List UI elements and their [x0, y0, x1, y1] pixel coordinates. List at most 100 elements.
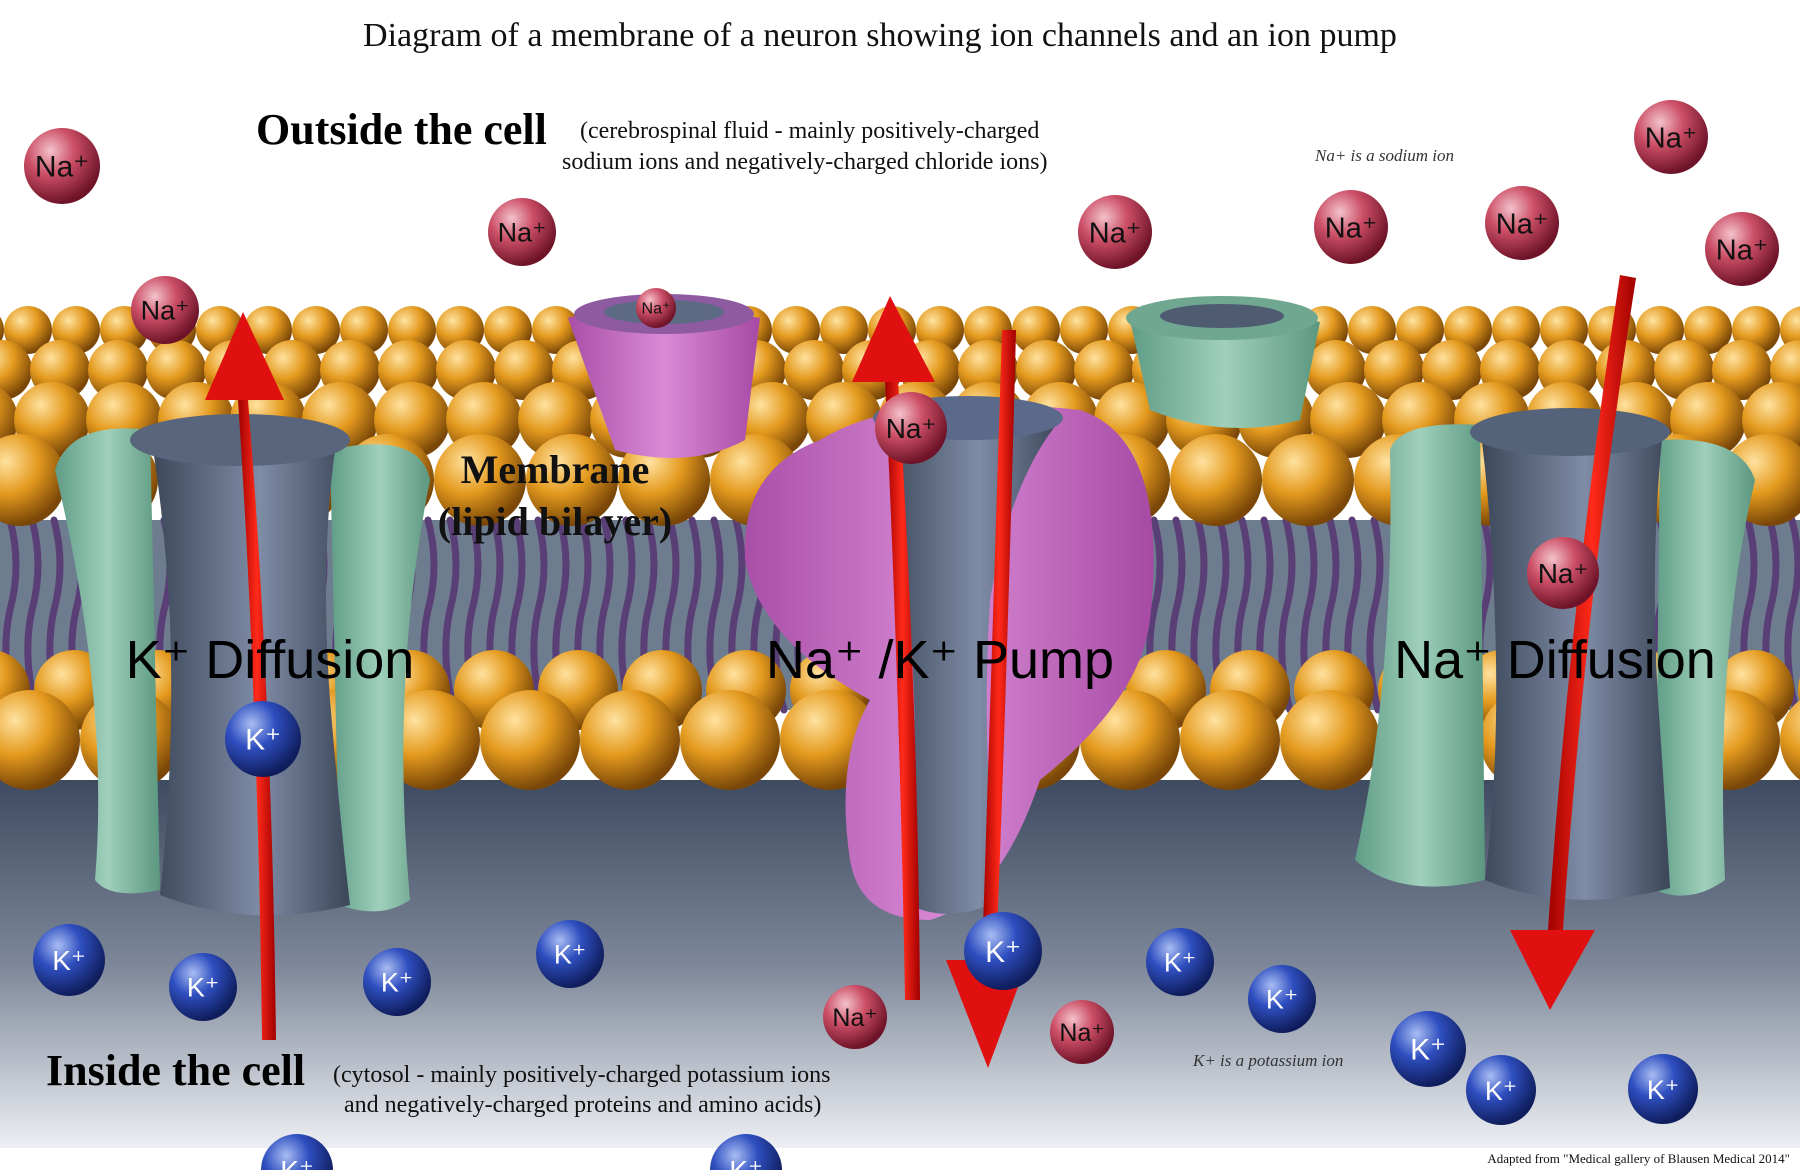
- ion-symbol: K⁺: [1647, 1075, 1679, 1105]
- lipid-head: [1170, 434, 1262, 526]
- lipid-head: [784, 340, 844, 400]
- outside-heading: Outside the cell: [256, 105, 547, 154]
- potassium-ion: K⁺: [225, 701, 301, 777]
- potassium-ion: K⁺: [33, 924, 105, 996]
- lipid-head: [0, 316, 4, 344]
- sodium-ion: Na⁺: [24, 128, 100, 204]
- lipid-head: [292, 306, 340, 354]
- ion-symbol: K⁺: [1410, 1034, 1446, 1067]
- lipid-head: [526, 434, 618, 526]
- potassium-ion: K⁺: [1466, 1055, 1536, 1125]
- k-diffusion-label: K⁺ Diffusion: [126, 630, 415, 690]
- k-diffusion-channel: [55, 414, 430, 916]
- arrow-pump-na-out: [852, 296, 935, 1000]
- ion-symbol: Na⁺: [886, 413, 937, 444]
- lipid-head: [0, 690, 80, 790]
- membrane-label-line2: (lipid bilayer): [438, 499, 672, 544]
- lipid-head: [0, 340, 32, 400]
- lipid-head: [4, 306, 52, 354]
- ion-symbol: Na⁺: [1538, 558, 1589, 589]
- ion-symbol: K⁺: [187, 973, 219, 1003]
- ion-symbol: K⁺: [1266, 985, 1298, 1015]
- sodium-ion: Na⁺: [131, 276, 199, 344]
- lipid-tail: [24, 516, 42, 714]
- credit-text: Adapted from "Medical gallery of Blausen…: [1487, 1151, 1790, 1166]
- lipid-head: [480, 690, 580, 790]
- ion-symbol: K⁺: [729, 1155, 762, 1170]
- potassium-ion: K⁺: [363, 948, 431, 1016]
- pump-label: Na⁺ /K⁺ Pump: [766, 630, 1114, 690]
- lipid-head: [1396, 306, 1444, 354]
- ions-layer: Na⁺ Na⁺ Na⁺ Na⁺ Na⁺ Na⁺ Na⁺ Na⁺ Na⁺ Na⁺ Na⁺ Na⁺ Na⁺ K…: [24, 100, 1779, 1170]
- ion-symbol: Na⁺: [1496, 208, 1548, 240]
- outside-description-line1: (cerebrospinal fluid - mainly positively…: [580, 118, 1039, 144]
- lipid-head: [1280, 690, 1380, 790]
- inside-heading: Inside the cell: [46, 1046, 305, 1095]
- lipid-head: [1636, 306, 1684, 354]
- ion-symbol: K⁺: [280, 1155, 313, 1170]
- sodium-ion: Na⁺: [1705, 212, 1779, 286]
- ion-symbol: Na⁺: [832, 1004, 877, 1032]
- lipid-head: [1180, 690, 1280, 790]
- ion-symbol: Na⁺: [1089, 217, 1141, 249]
- potassium-ion: K⁺: [536, 920, 604, 988]
- lipid-head: [1262, 434, 1354, 526]
- ion-symbol: K⁺: [554, 940, 586, 970]
- potassium-ion: K⁺: [1390, 1011, 1466, 1087]
- inside-description-line1: (cytosol - mainly positively-charged pot…: [333, 1062, 830, 1088]
- arrow-na-in: [1510, 275, 1636, 1010]
- sodium-ion: Na⁺: [1527, 537, 1599, 609]
- far-channel-teal: [1126, 296, 1320, 428]
- inside-description-line2: and negatively-charged proteins and amin…: [344, 1092, 821, 1118]
- na-diffusion-label: Na⁺ Diffusion: [1394, 630, 1716, 690]
- lipid-head: [434, 434, 526, 526]
- potassium-ion: K⁺: [261, 1134, 333, 1170]
- lipid-head: [964, 306, 1012, 354]
- ion-symbol: K⁺: [1485, 1076, 1517, 1106]
- credit-strip: [0, 1148, 1800, 1170]
- ion-symbol: K⁺: [52, 945, 85, 976]
- lipid-head: [1712, 340, 1772, 400]
- lipid-head: [0, 434, 66, 526]
- sodium-ion: Na⁺: [823, 985, 887, 1049]
- lipid-head: [494, 340, 554, 400]
- ion-symbol: K⁺: [381, 968, 413, 998]
- membrane-label-line1: Membrane: [461, 447, 650, 492]
- sodium-ion: Na⁺: [488, 198, 556, 266]
- ion-symbol: Na⁺: [1716, 234, 1768, 266]
- potassium-ion: K⁺: [1248, 965, 1316, 1033]
- potassium-note: K+ is a potassium ion: [1192, 1051, 1343, 1070]
- ion-symbol: K⁺: [245, 724, 281, 757]
- lipid-head: [1780, 700, 1800, 780]
- lipid-head: [580, 690, 680, 790]
- ion-symbol: Na⁺: [35, 151, 89, 184]
- lipid-head: [680, 690, 780, 790]
- sodium-ion: Na⁺: [1314, 190, 1388, 264]
- sodium-ion: Na⁺: [1050, 1000, 1114, 1064]
- outside-description-line2: sodium ions and negatively-charged chlor…: [562, 149, 1047, 175]
- ion-symbol: Na⁺: [1325, 212, 1377, 244]
- sodium-ion: Na⁺: [636, 288, 676, 328]
- potassium-ion: K⁺: [964, 912, 1042, 990]
- lipid-head: [1310, 382, 1386, 458]
- diagram-title: Diagram of a membrane of a neuron showin…: [363, 17, 1397, 54]
- potassium-ion: K⁺: [1628, 1054, 1698, 1124]
- lipid-head: [380, 690, 480, 790]
- potassium-ion: K⁺: [710, 1134, 782, 1170]
- lipid-head: [1422, 340, 1482, 400]
- lipid-tail: [530, 516, 548, 714]
- ion-symbol: Na⁺: [141, 296, 190, 326]
- sodium-ion: Na⁺: [875, 392, 947, 464]
- ion-symbol: K⁺: [1164, 948, 1196, 978]
- potassium-ion: K⁺: [169, 953, 237, 1021]
- potassium-ion: K⁺: [1146, 928, 1214, 996]
- ion-symbol: Na⁺: [498, 218, 547, 248]
- sodium-ion: Na⁺: [1634, 100, 1708, 174]
- lipid-head: [820, 306, 868, 354]
- ion-symbol: K⁺: [985, 936, 1021, 969]
- ion-symbol: Na⁺: [1645, 122, 1697, 154]
- ion-symbol: Na⁺: [1059, 1019, 1104, 1047]
- sodium-ion: Na⁺: [1485, 186, 1559, 260]
